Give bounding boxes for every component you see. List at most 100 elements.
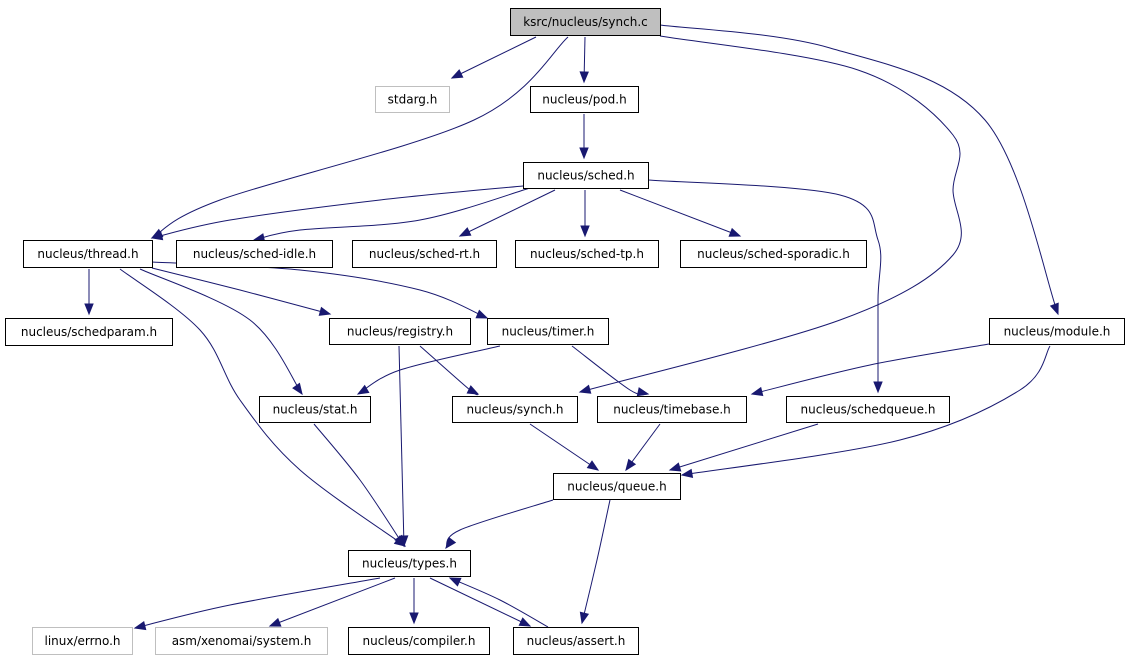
- edge-schedqueue-to-queue: [668, 423, 819, 472]
- node-layer: ksrc/nucleus/synch.c stdarg.h nucleus/pod.…: [5, 8, 1125, 655]
- node-box: [23, 240, 153, 268]
- node-thread[interactable]: nucleus/thread.h: [23, 240, 153, 268]
- edge-synch_c-to-module: [659, 24, 1059, 316]
- node-box: [597, 396, 747, 423]
- node-label: nucleus/timer.h: [502, 325, 595, 339]
- node-label: nucleus/schedparam.h: [21, 325, 157, 339]
- edge-pod-to-sched: [579, 114, 589, 160]
- edge-types-to-compiler: [409, 578, 419, 625]
- edge-types-to-assert: [429, 577, 532, 627]
- node-label: nucleus/types.h: [362, 557, 457, 571]
- edge-thread-to-registry: [151, 267, 332, 316]
- node-box: [553, 473, 681, 500]
- node-label: nucleus/stat.h: [273, 403, 358, 417]
- node-compiler[interactable]: nucleus/compiler.h: [348, 627, 490, 655]
- node-box: [176, 240, 333, 268]
- node-label: nucleus/synch.h: [466, 403, 563, 417]
- node-registry[interactable]: nucleus/registry.h: [329, 318, 471, 345]
- edge-stat-to-types: [313, 423, 405, 548]
- node-synch-h[interactable]: nucleus/synch.h: [452, 396, 578, 423]
- node-box: [515, 240, 659, 268]
- node-label: linux/errno.h: [44, 634, 120, 648]
- node-box: [786, 396, 950, 423]
- edge-assert-to-types: [448, 577, 549, 628]
- node-label: stdarg.h: [388, 93, 438, 107]
- edge-sched-to-sched_sporadic: [619, 189, 742, 237]
- node-box: [32, 627, 133, 655]
- edge-sched-to-schedqueue: [647, 179, 883, 394]
- node-box: [523, 162, 649, 189]
- node-system[interactable]: asm/xenomai/system.h: [155, 627, 328, 655]
- node-timer[interactable]: nucleus/timer.h: [487, 318, 609, 345]
- node-label: nucleus/pod.h: [542, 93, 626, 107]
- node-label: nucleus/sched-sporadic.h: [697, 247, 850, 261]
- node-schedparam[interactable]: nucleus/schedparam.h: [5, 318, 173, 346]
- node-box: [452, 396, 578, 423]
- node-box: [510, 8, 661, 36]
- node-label: nucleus/compiler.h: [363, 634, 476, 648]
- node-box: [513, 627, 639, 655]
- node-stat[interactable]: nucleus/stat.h: [259, 396, 371, 423]
- node-label: nucleus/sched-idle.h: [193, 247, 316, 261]
- node-schedqueue[interactable]: nucleus/schedqueue.h: [786, 396, 950, 423]
- edge-synch_c-to-stdarg: [450, 36, 537, 79]
- node-box: [348, 550, 471, 577]
- edge-synch_c-to-synch_h: [578, 35, 962, 394]
- node-box: [5, 318, 173, 346]
- edge-thread-to-stat: [139, 268, 303, 396]
- node-box: [329, 318, 471, 345]
- edge-timebase-to-queue: [625, 423, 661, 472]
- node-assert[interactable]: nucleus/assert.h: [513, 627, 639, 655]
- edge-synch_h-to-queue: [529, 423, 600, 471]
- edge-synch_c-to-pod: [579, 36, 589, 84]
- node-label: nucleus/registry.h: [347, 325, 453, 339]
- node-sched[interactable]: nucleus/sched.h: [523, 162, 649, 189]
- edge-types-to-system: [268, 577, 396, 627]
- edge-timer-to-stat: [356, 345, 501, 395]
- node-label: nucleus/sched.h: [537, 169, 634, 183]
- edge-sched-to-thread: [150, 185, 524, 241]
- node-label: nucleus/sched-rt.h: [369, 247, 480, 261]
- node-box: [155, 627, 328, 655]
- edge-types-to-errno: [133, 577, 381, 631]
- node-label: nucleus/thread.h: [37, 247, 138, 261]
- node-box: [680, 240, 867, 268]
- edge-sched-to-sched_idle: [252, 187, 531, 243]
- edge-thread-to-schedparam: [84, 269, 94, 316]
- node-pod[interactable]: nucleus/pod.h: [530, 86, 639, 113]
- edge-thread-to-timer: [151, 261, 489, 319]
- node-sched-idle[interactable]: nucleus/sched-idle.h: [176, 240, 333, 268]
- node-types[interactable]: nucleus/types.h: [348, 550, 471, 577]
- node-label: nucleus/queue.h: [567, 480, 666, 494]
- edge-queue-to-assert: [579, 499, 611, 625]
- node-box: [487, 318, 609, 345]
- node-label: asm/xenomai/system.h: [172, 634, 312, 648]
- node-box: [352, 240, 497, 268]
- edge-registry-to-types: [398, 345, 409, 548]
- edge-synch_c-to-thread: [150, 36, 569, 239]
- node-box: [375, 86, 450, 113]
- node-stdarg[interactable]: stdarg.h: [375, 86, 450, 113]
- node-label: ksrc/nucleus/synch.c: [523, 15, 648, 29]
- node-queue[interactable]: nucleus/queue.h: [553, 473, 681, 500]
- node-label: nucleus/timebase.h: [613, 403, 731, 417]
- edge-queue-to-types: [445, 499, 554, 550]
- node-errno[interactable]: linux/errno.h: [32, 627, 133, 655]
- node-module[interactable]: nucleus/module.h: [989, 318, 1125, 345]
- node-label: nucleus/assert.h: [527, 634, 626, 648]
- node-timebase[interactable]: nucleus/timebase.h: [597, 396, 747, 423]
- node-box: [259, 396, 371, 423]
- node-box: [348, 627, 490, 655]
- node-label: nucleus/module.h: [1004, 325, 1111, 339]
- node-sched-rt[interactable]: nucleus/sched-rt.h: [352, 240, 497, 268]
- edge-module-to-queue: [680, 345, 1051, 479]
- node-sched-sporadic[interactable]: nucleus/sched-sporadic.h: [680, 240, 867, 268]
- node-box: [989, 318, 1125, 345]
- node-sched-tp[interactable]: nucleus/sched-tp.h: [515, 240, 659, 268]
- edge-module-to-timebase: [750, 343, 990, 397]
- node-box: [530, 86, 639, 113]
- edge-timer-to-timebase: [571, 345, 650, 397]
- edge-registry-to-synch_h: [419, 345, 480, 396]
- node-synch-c[interactable]: ksrc/nucleus/synch.c: [510, 8, 661, 36]
